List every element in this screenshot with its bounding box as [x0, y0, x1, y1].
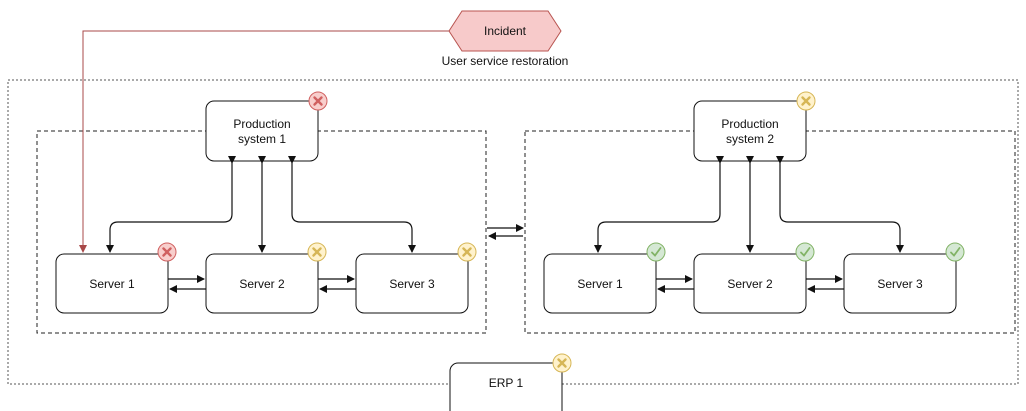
left-server-1-label: Server 1: [89, 277, 135, 291]
incident-label: Incident: [484, 24, 527, 38]
ok-status-icon: [646, 242, 666, 262]
error-status-icon: [308, 91, 328, 111]
left-prod-server3-connector: [288, 156, 416, 253]
right-server-1-node[interactable]: Server 1: [543, 253, 657, 314]
warning-status-icon: [552, 353, 572, 373]
right-production-line1: Production: [721, 117, 778, 131]
left-server-3-label: Server 3: [389, 277, 435, 291]
right-production-line2: system 2: [726, 132, 774, 146]
left-production-system-node[interactable]: Production system 1: [205, 100, 319, 162]
left-production-line1: Production: [233, 117, 290, 131]
right-server-2-node[interactable]: Server 2: [693, 253, 807, 314]
ok-status-icon: [795, 242, 815, 262]
erp-label: ERP 1: [489, 376, 524, 390]
ok-status-icon: [945, 242, 965, 262]
right-server-3-node[interactable]: Server 3: [843, 253, 957, 314]
right-production-system-node[interactable]: Production system 2: [693, 100, 807, 162]
incident-node[interactable]: Incident: [448, 10, 562, 52]
left-server-2-node[interactable]: Server 2: [205, 253, 319, 314]
erp-node[interactable]: ERP 1: [449, 362, 563, 411]
right-server-3-label: Server 3: [877, 277, 923, 291]
erp-boundary: [7, 79, 1019, 385]
warning-status-icon: [796, 91, 816, 111]
incident-caption: User service restoration: [442, 54, 569, 68]
left-server-2-label: Server 2: [239, 277, 285, 291]
left-prod-server1-connector: [106, 156, 236, 253]
warning-status-icon: [457, 242, 477, 262]
right-prod-server1-connector: [594, 156, 724, 253]
right-server-2-label: Server 2: [727, 277, 773, 291]
warning-status-icon: [307, 242, 327, 262]
left-server-1-node[interactable]: Server 1: [55, 253, 169, 314]
left-server-3-node[interactable]: Server 3: [355, 253, 469, 314]
left-production-line2: system 1: [238, 132, 286, 146]
right-prod-server3-connector: [776, 156, 904, 253]
incident-connector: [79, 30, 449, 253]
right-server-1-label: Server 1: [577, 277, 623, 291]
error-status-icon: [157, 242, 177, 262]
